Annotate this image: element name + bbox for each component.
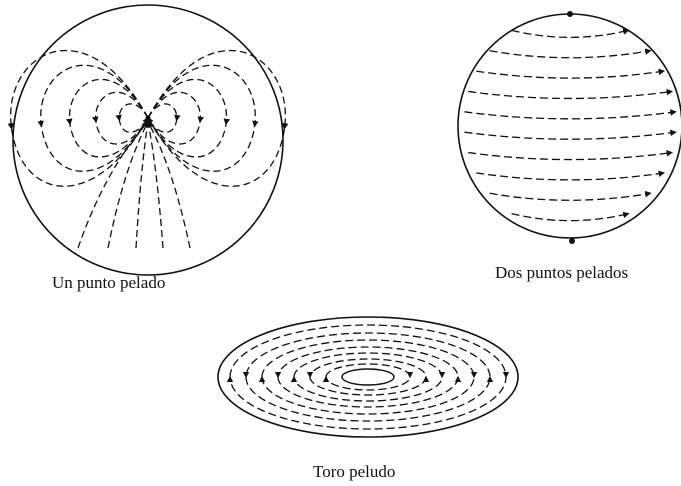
- field-line-bottom: [78, 122, 148, 248]
- torus-flow-ring: [278, 347, 458, 407]
- caption-two-bald-points: Dos puntos pelados: [495, 263, 628, 283]
- hairy-torus: [218, 317, 518, 437]
- torus-field-lines: [230, 325, 506, 429]
- torus-hole: [342, 369, 394, 385]
- field-line-right: [148, 79, 227, 157]
- caption-one-bald-point: Un punto pelado: [52, 273, 165, 293]
- field-line-bottom: [136, 122, 148, 248]
- sphere-outline: [458, 14, 681, 238]
- field-line-left: [69, 79, 148, 157]
- latitude-line: [512, 30, 629, 37]
- sphere-two-bald-points: [458, 11, 681, 244]
- bald-point: [146, 116, 151, 121]
- torus-flow-ring: [246, 333, 490, 421]
- torus-outer-outline: [218, 317, 518, 437]
- field-line-left: [119, 104, 148, 132]
- latitude-line: [476, 71, 664, 78]
- sphere-one-bald-point: [11, 5, 286, 275]
- bald-point-north: [567, 11, 573, 17]
- caption-hairy-torus: Toro peludo: [313, 462, 395, 482]
- torus-flow-ring: [326, 364, 410, 390]
- latitude-line: [464, 132, 675, 139]
- bald-point-south: [569, 238, 575, 244]
- latitude-line: [468, 91, 672, 98]
- latitude-line: [490, 51, 651, 58]
- latitude-field-lines: [464, 30, 675, 220]
- dipole-field-lines: [11, 50, 286, 248]
- torus-flow-ring: [294, 353, 442, 401]
- latitude-line: [468, 153, 672, 160]
- field-line-right: [148, 104, 177, 132]
- field-line-bottom: [148, 122, 163, 248]
- field-line-right: [148, 65, 255, 171]
- latitude-line: [476, 173, 664, 180]
- latitude-line: [512, 214, 629, 221]
- field-line-bottom: [108, 122, 148, 248]
- torus-flow-ring: [230, 325, 506, 429]
- latitude-line: [490, 193, 651, 200]
- latitude-line: [464, 112, 675, 119]
- field-line-left: [41, 65, 148, 171]
- sphere-outline: [13, 5, 283, 275]
- field-line-left: [96, 92, 148, 144]
